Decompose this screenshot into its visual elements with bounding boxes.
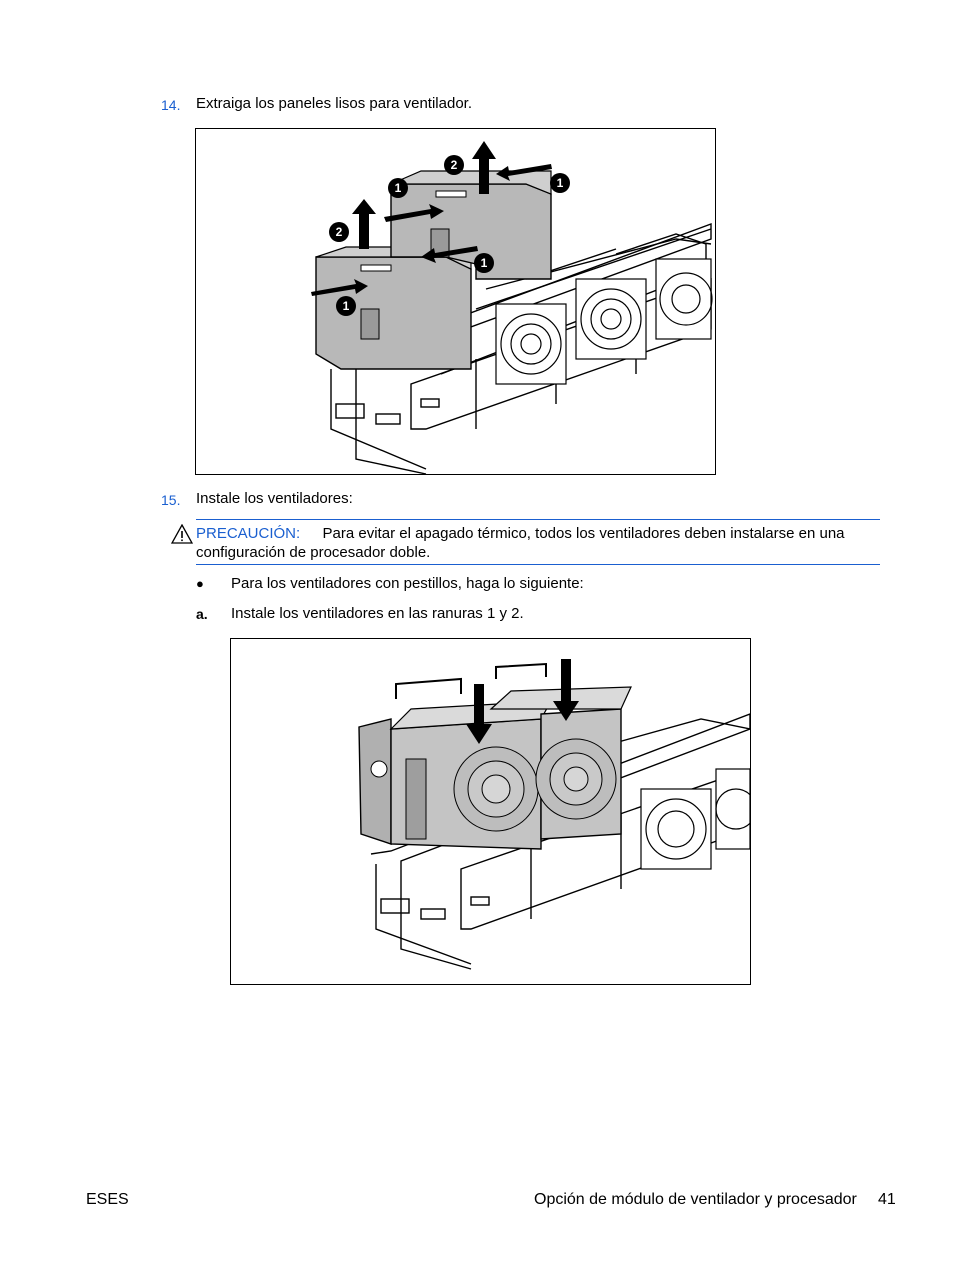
callout-1-d [550,173,570,193]
callout-text: 2 [451,158,458,172]
footer-left: ESES [86,1191,129,1208]
figure-remove-fan-blanks: 1 1 1 1 2 2 [195,128,716,475]
callout-1-c [474,253,494,273]
callout-badges: 1 1 1 1 2 2 [329,155,570,316]
callout-text: 2 [336,225,343,239]
warning-triangle-icon [170,523,194,544]
footer-page-number: 41 [878,1191,896,1208]
fan-blank-removal-illustration: 1 1 1 1 2 2 [311,141,713,474]
footer-title: Opción de módulo de ventilador y procesa… [534,1191,857,1208]
callout-text: 1 [557,176,564,190]
bullet-text: Para los ventiladores con pestillos, hag… [231,575,584,592]
callout-1-a [336,296,356,316]
figure-install-fans [230,638,751,985]
callout-1-b [388,178,408,198]
fan-module-1 [358,677,553,850]
step-15-number: 15. [161,492,181,508]
caution-top-rule [196,519,880,520]
step-14-text: Extraiga los paneles lisos para ventilad… [196,95,472,112]
callout-2-b [444,155,464,175]
step-14-number: 14. [161,97,181,113]
installed-fans [495,258,713,385]
direction-arrows [311,141,552,296]
fan-install-illustration [358,659,750,970]
callout-text: 1 [481,256,488,270]
caution-label: PRECAUCIÓN: [196,525,301,542]
insert-arrows [466,659,579,744]
fan-module-2 [489,662,632,840]
caution-text-line1: Para evitar el apagado térmico, todos lo… [322,525,845,542]
caution-text: PRECAUCIÓN: Para evitar el apagado térmi… [196,525,845,543]
substep-a-label: a. [196,606,208,622]
callout-text: 1 [343,299,350,313]
caution-bottom-rule [196,564,880,565]
callout-2-a [329,222,349,242]
bullet-symbol: ● [196,576,204,591]
step-15-text: Instale los ventiladores: [196,490,353,507]
installed-fans-back [640,768,750,870]
callout-text: 1 [395,181,402,195]
substep-a-text: Instale los ventiladores en las ranuras … [231,605,524,622]
caution-text-line2: configuración de procesador doble. [196,544,431,561]
